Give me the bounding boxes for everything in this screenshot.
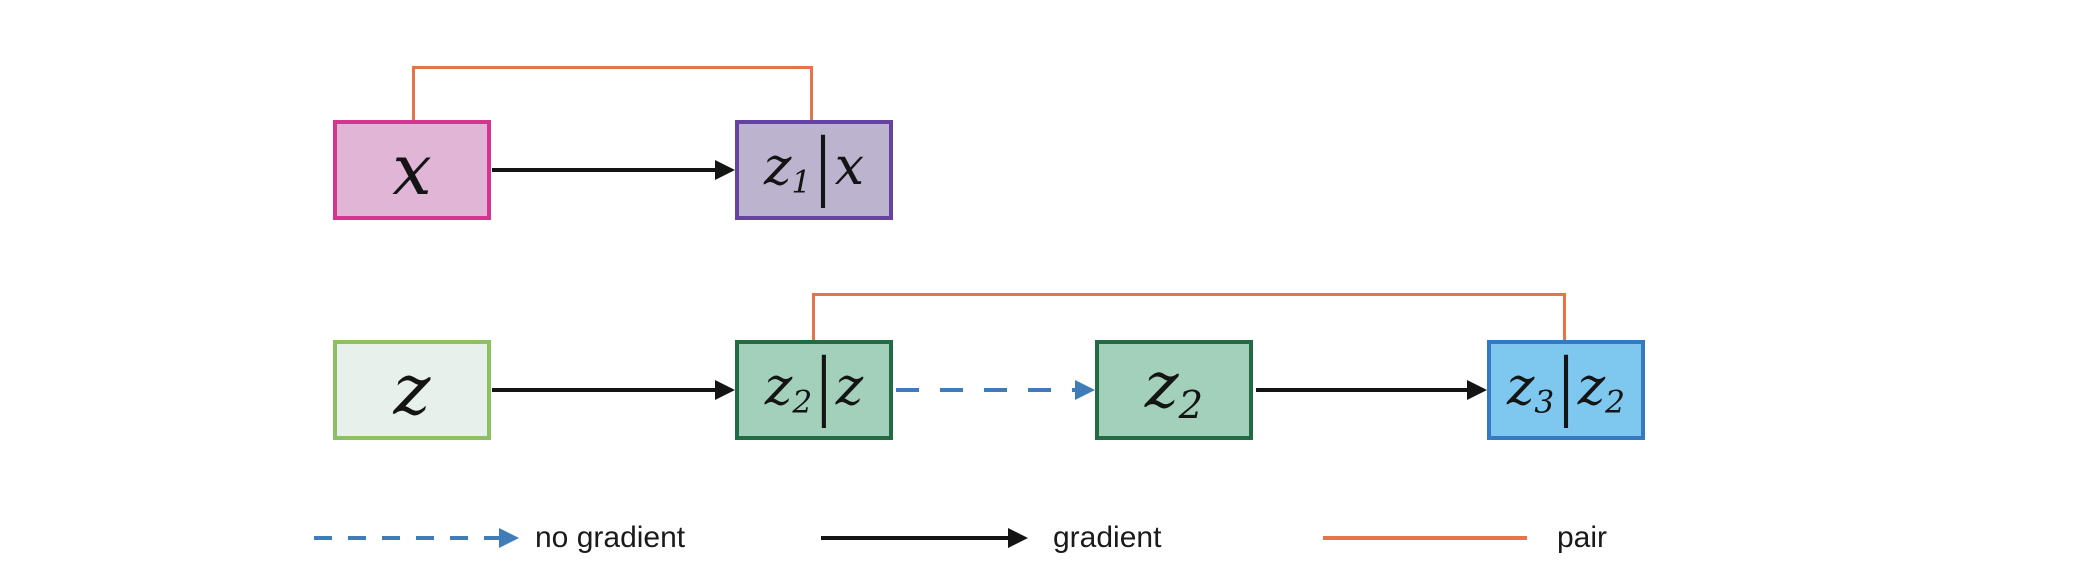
legend-label-gradient: gradient: [1053, 521, 1162, 554]
node-z2z: z2|z: [735, 340, 893, 440]
pair-link-z2z-z3z2: [812, 293, 1566, 340]
arrow-shaft: [821, 536, 1012, 540]
legend-gradient-arrow: [821, 526, 1028, 550]
arrowhead-icon: [1008, 528, 1028, 548]
legend-label-no-gradient: no gradient: [535, 521, 686, 554]
arrow-shaft: [492, 388, 719, 392]
node-z2z-label: z2|z: [764, 345, 864, 430]
gradient-arrow-z-to-z2z: [492, 378, 735, 402]
gradient-arrow-x-to-z1x: [492, 158, 735, 182]
gradient-arrow-z2-to-z3z2: [1256, 378, 1487, 402]
legend-pair-line: [1323, 536, 1527, 540]
node-x: x: [333, 120, 491, 220]
arrow-shaft: [1256, 388, 1471, 392]
node-z2-label: z2: [1144, 349, 1204, 429]
arrow-shaft: [314, 536, 503, 540]
node-z1x: z1|x: [735, 120, 893, 220]
no-gradient-arrow-z2z-to-z2: [896, 378, 1095, 402]
pair-link-x-z1x: [412, 66, 813, 120]
arrow-shaft: [896, 388, 1079, 392]
node-z3z2-label: z3|z2: [1506, 345, 1626, 430]
node-z2: z2: [1095, 340, 1253, 440]
node-z: z: [333, 340, 491, 440]
node-z1x-label: z1|x: [763, 125, 865, 210]
arrow-shaft: [492, 168, 719, 172]
arrowhead-icon: [715, 380, 735, 400]
node-z3z2: z3|z2: [1487, 340, 1645, 440]
node-x-label: x: [392, 129, 432, 211]
arrowhead-icon: [499, 528, 519, 548]
arrowhead-icon: [715, 160, 735, 180]
node-z-label: z: [393, 349, 431, 431]
legend-label-pair: pair: [1557, 521, 1608, 554]
arrowhead-icon: [1075, 380, 1095, 400]
legend-no-gradient-arrow: [314, 526, 519, 550]
arrowhead-icon: [1467, 380, 1487, 400]
